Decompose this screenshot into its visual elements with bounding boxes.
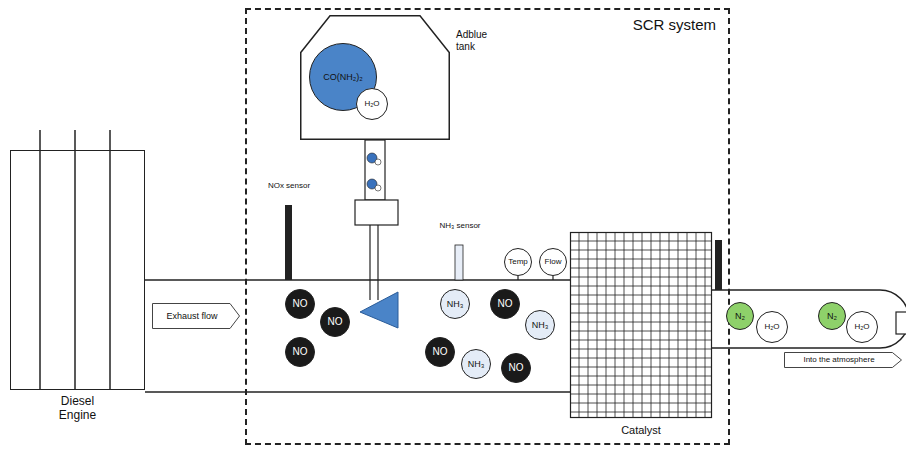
no-molecule: NO (285, 337, 315, 367)
node-label: NH₃ (447, 299, 464, 309)
node-label: Flow (545, 257, 562, 266)
node-label: H₂O (364, 99, 379, 108)
node-label: Into the atmosphere (803, 355, 882, 364)
dosing-tube (355, 140, 398, 300)
outlet-sensor (715, 240, 722, 290)
engine-box: Diesel Engine (10, 150, 145, 390)
catalyst-block-outline (570, 232, 712, 418)
exhaust-pipe (145, 280, 570, 392)
node-label: Catalyst (611, 424, 671, 437)
no-molecule: NO (320, 307, 350, 337)
nh3-sensor (455, 245, 463, 280)
sensor-label: NH₃ sensor (437, 221, 483, 230)
node-label: NO (498, 298, 513, 310)
node-label: NO (509, 362, 524, 374)
nh3-molecule: NH₃ (461, 349, 491, 379)
outflow-arrow: Into the atmosphere (784, 352, 902, 368)
outlet-pipe (712, 290, 906, 348)
tailpipe (896, 312, 906, 334)
gauge-stem (552, 276, 553, 280)
water-molecule: H₂O (846, 311, 878, 343)
node-label: H₂O (764, 322, 779, 331)
gauge-stem (517, 276, 518, 280)
node-label: SCR system (633, 16, 716, 33)
node-label: N₂ (827, 311, 837, 321)
no-molecule: NO (501, 353, 531, 383)
no-molecule: NO (425, 337, 455, 367)
water-molecule: H₂O (756, 311, 788, 343)
flow-gauge: Flow (539, 248, 567, 276)
nh3-molecule: NH₃ (440, 289, 470, 319)
sensor-label: NOx sensor (266, 181, 312, 190)
water-molecule: H₂O (356, 88, 388, 120)
flow-arrow: Exhaust flow (152, 303, 240, 329)
scr-system-boundary: SCR systemAdblue tankCO(NH₂)₂ H₂O NO NO NO NH… (245, 8, 730, 445)
node-label: Exhaust flow (166, 311, 225, 321)
node-label: NO (433, 346, 448, 358)
n2-molecule: N₂ (818, 302, 846, 330)
no-molecule: NO (285, 289, 315, 319)
node-label: H₂O (854, 322, 869, 331)
no-molecule: NO (490, 289, 520, 319)
injector-nozzle (360, 292, 398, 328)
node-label: Adblue tank (456, 29, 500, 52)
catalyst-block: Catalyst (570, 232, 712, 418)
node-label: Temp (508, 257, 528, 266)
temp-gauge: Temp (504, 248, 532, 276)
nh3-molecule: NH₃ (525, 310, 555, 340)
node-label: NH₃ (468, 359, 485, 369)
node-label: NO (293, 346, 308, 358)
engine-lines (40, 130, 110, 390)
adblue-tank: Adblue tankCO(NH₂)₂H₂O (300, 15, 450, 140)
node-label: N₂ (735, 311, 745, 321)
node-label: Diesel Engine (48, 395, 108, 423)
node-label: CO(NH₂)₂ (323, 72, 362, 82)
node-label: NO (293, 298, 308, 310)
node-label: NO (328, 316, 343, 328)
nox-sensor (285, 205, 292, 280)
node-label: NH₃ (532, 320, 549, 330)
n2-molecule: N₂ (726, 302, 754, 330)
